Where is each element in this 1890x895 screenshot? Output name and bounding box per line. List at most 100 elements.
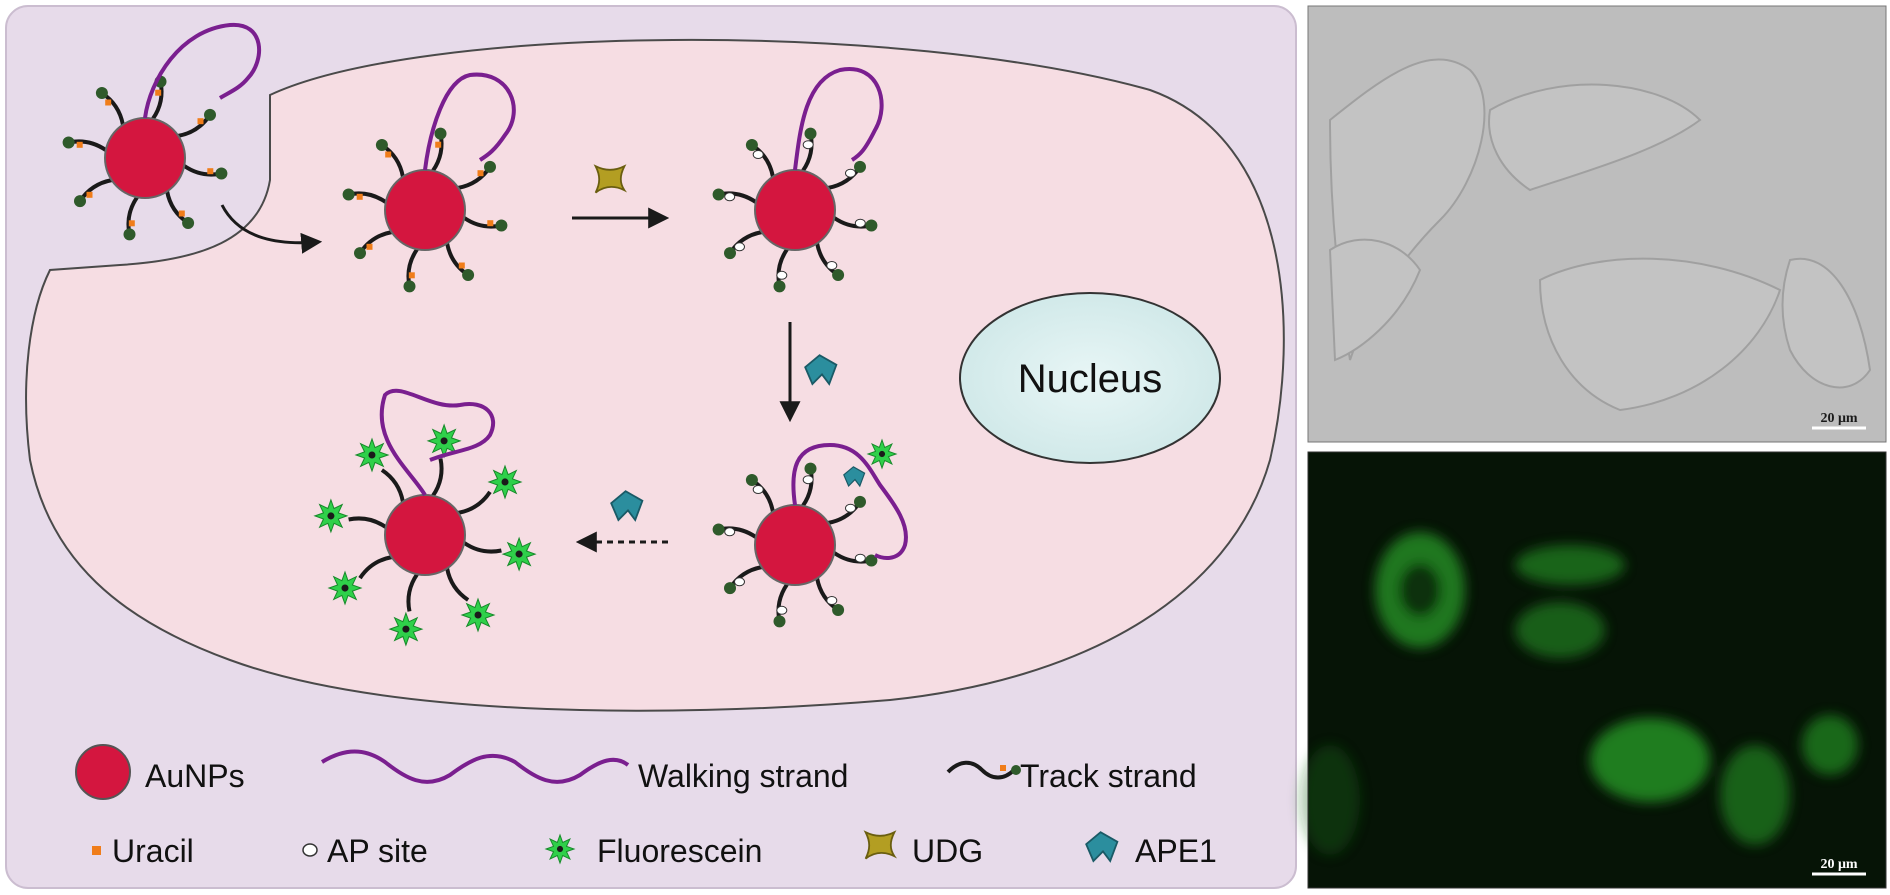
fluorescein-core (327, 512, 335, 520)
uracil-mark (408, 272, 415, 279)
ap-site-mark (752, 150, 764, 159)
scale-label-top: 20 μm (1820, 411, 1857, 426)
schematic-panel: Nucleus AuNPs Walking strand Track s (5, 5, 1297, 889)
ape1-shape (1085, 831, 1119, 863)
uracil-mark (197, 118, 204, 125)
fluorescein-core (368, 451, 376, 459)
ap-site-mark (734, 242, 745, 252)
udg-shape (593, 164, 628, 194)
aunp-legend-icon (75, 744, 131, 800)
legend-uracil: Uracil (112, 833, 194, 869)
uracil-mark (128, 220, 135, 227)
track-end (495, 219, 508, 232)
probe-internalized (342, 72, 516, 293)
track-end (745, 139, 758, 151)
track-end (403, 280, 416, 293)
probe-after-udg (712, 67, 884, 293)
aunp (384, 169, 466, 251)
walking-strand (423, 72, 516, 171)
track-strand (380, 468, 405, 503)
ap-site-mark (826, 261, 838, 270)
legend-fluorescein: Fluorescein (597, 833, 762, 869)
ape1-enzyme-icon (610, 490, 644, 522)
aunp (754, 504, 836, 586)
track-end (865, 219, 878, 232)
walking-strand (379, 388, 496, 497)
track-end (724, 247, 736, 260)
track-end (204, 108, 216, 121)
ap-site-mark (854, 553, 866, 563)
aunp (754, 169, 836, 251)
fluorescein-core (474, 611, 482, 619)
ap-site-mark (752, 485, 764, 494)
uracil-mark (356, 193, 363, 200)
fluorescein-legend-icon (544, 833, 576, 865)
track-strand (358, 555, 393, 580)
track-end (712, 523, 725, 536)
scale-label-bottom: 20 μm (1820, 857, 1857, 872)
uracil-mark (458, 262, 465, 269)
uracil-mark (366, 243, 373, 250)
track-strand (463, 541, 502, 554)
uracil-legend-icon (92, 846, 101, 855)
aunp (384, 494, 466, 576)
ap-site-mark (854, 218, 866, 228)
ape1-shape (804, 354, 838, 386)
track-end (773, 615, 786, 628)
walking-strand (791, 442, 908, 560)
fluorescein-core (515, 550, 523, 558)
track-end (375, 139, 388, 151)
ap-site-mark (724, 192, 736, 202)
track-end (832, 269, 845, 281)
track-end (712, 188, 725, 201)
ape1-shape (610, 490, 644, 522)
walking-strand-legend-icon (320, 749, 630, 784)
probe-outside-cell (62, 22, 262, 241)
udg-enzyme-icon (593, 164, 628, 194)
legend-ap-site: AP site (327, 833, 428, 869)
ap-site-mark (826, 596, 838, 605)
track-end (95, 87, 108, 99)
uracil-mark (105, 99, 112, 106)
track-end (745, 474, 758, 486)
track-strand (431, 458, 444, 497)
walking-strand (143, 22, 262, 119)
track-end (354, 247, 366, 260)
track-end (854, 495, 866, 508)
track-end (773, 280, 786, 293)
walking-strand (793, 67, 884, 171)
uracil-mark (76, 141, 83, 148)
fluorescence-micrograph: 20 μm (1300, 451, 1887, 889)
aunp (104, 117, 186, 199)
ap-site-legend-icon (302, 843, 318, 857)
uracil-mark (207, 168, 214, 175)
uracil-mark (435, 141, 442, 148)
track-end (462, 269, 475, 281)
track-end (342, 188, 355, 201)
ap-site-mark (724, 527, 736, 537)
track-strand-legend-icon (946, 760, 1016, 780)
track-end (724, 582, 736, 595)
fluorescein-core (878, 450, 886, 458)
track-strand (348, 516, 387, 529)
track-end (484, 160, 496, 173)
fluorescein-core (501, 478, 509, 486)
legend-ape1: APE1 (1135, 833, 1217, 869)
ap-site-mark (776, 270, 788, 280)
track-end (123, 228, 136, 241)
probe-released-fluorescein (313, 388, 537, 647)
track-end-icon (1011, 765, 1021, 775)
nucleus-label: Nucleus (1018, 357, 1163, 401)
fluorescein-core (341, 584, 349, 592)
uracil-mark (178, 210, 185, 217)
ape1-shape (843, 466, 866, 488)
uracil-mark (155, 89, 162, 96)
legend-udg: UDG (912, 833, 983, 869)
track-end (804, 127, 817, 140)
legend-aunps: AuNPs (145, 758, 245, 794)
track-end (215, 167, 228, 180)
track-end (804, 462, 817, 475)
fluorescein-core (402, 625, 410, 633)
cell-membrane (25, 38, 1285, 712)
